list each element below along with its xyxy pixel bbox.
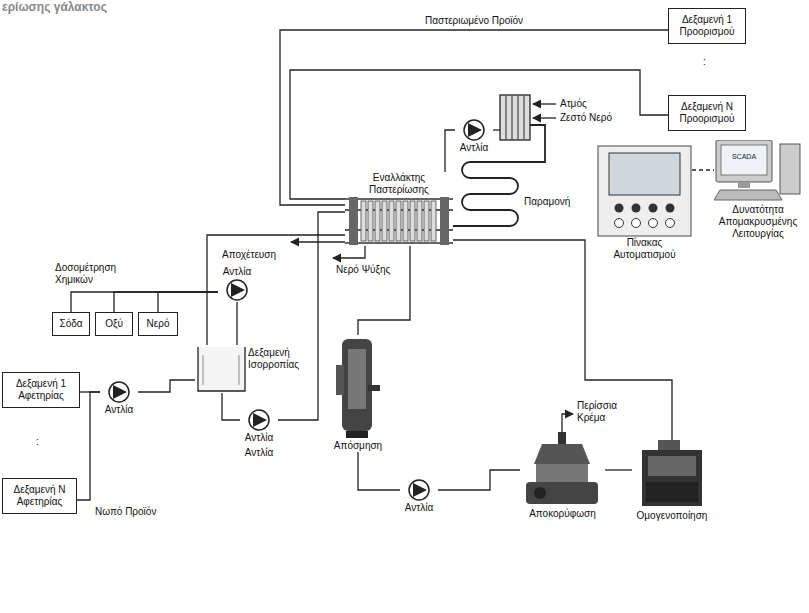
node-label: Σόδα — [56, 318, 86, 330]
pipe-connector — [222, 393, 240, 420]
source-tank: Δεξαμενή 1 Αφετηρίας — [2, 372, 80, 408]
deaerator: Απόσμηση — [328, 335, 388, 452]
node-label: Δεξαμενή 1 Προορισμού — [672, 14, 742, 38]
chemical-tank: Σόδα — [52, 312, 90, 336]
pipe-connector — [207, 235, 345, 345]
pump-symbol — [400, 478, 438, 502]
pump-wire — [493, 129, 500, 130]
pump: Αντλία — [100, 380, 138, 416]
node-label: Δεξαμενή Ν Προορισμού — [672, 101, 742, 125]
pipe-connector — [158, 292, 218, 312]
edge-label: Παστεριωμένο Προϊόν — [422, 15, 526, 27]
pipe-connector — [77, 392, 100, 500]
pump: Αντλία — [218, 266, 256, 302]
node-label: Δεξαμενή 1 Αφετηρίας — [6, 378, 76, 402]
destination-tank: Δεξαμενή Ν Προορισμού — [668, 95, 746, 131]
node-label: Πίνακας Αυτοματισμού — [597, 237, 692, 261]
stream-label: Ζεστό Νερό — [560, 112, 612, 124]
source-tank: Δεξαμενή Ν Αφετηρίας — [2, 478, 77, 514]
node-label: Δεξαμενή Ισορροπίας — [248, 345, 308, 371]
balance-tank: Δεξαμενή Ισορροπίας — [195, 345, 310, 393]
pipe-connector — [71, 292, 218, 312]
pipe-connector — [358, 246, 410, 335]
heater-plates — [506, 95, 524, 140]
steam-arrow — [533, 103, 556, 104]
pipe-connector — [692, 169, 714, 170]
homogenizer: Ομογενοποίηση — [632, 440, 712, 522]
pump: Αντλία — [240, 408, 278, 444]
node-label: SCADA — [721, 153, 767, 161]
pipe-connector — [236, 302, 237, 345]
pump-symbol — [100, 380, 138, 404]
panel-symbol — [597, 145, 692, 237]
pipe-connector — [453, 240, 672, 440]
pipe-connector — [438, 470, 520, 490]
node-label: Ομογενοποίηση — [632, 510, 712, 522]
holding-tube — [453, 125, 545, 226]
tank-symbol — [195, 345, 248, 393]
node-label: Αντλία — [100, 404, 138, 416]
homogenizer-unit — [632, 440, 712, 510]
pump-symbol — [218, 278, 256, 302]
node-label: Απόσμηση — [328, 440, 388, 452]
pipe-connector — [445, 130, 455, 172]
pump: Αντλία — [455, 118, 493, 154]
pump: Αντλία — [400, 478, 438, 514]
computer-symbol — [714, 140, 802, 202]
pipe-connector — [605, 469, 632, 470]
pump-label: Αντλία — [240, 447, 278, 459]
stream-label: Αποχέτευση — [222, 249, 276, 261]
node-label: Δυνατότητα Απομακρυσμένης Λειτουργίας — [714, 204, 802, 240]
node-label: Αντλία — [400, 502, 438, 514]
cooling-water-arrow — [333, 246, 365, 258]
pipe-connector — [114, 292, 218, 312]
pump-symbol — [240, 408, 278, 432]
separator: Αποκορύφωση — [520, 430, 605, 520]
node-label: Εναλλάκτης Παστερίωσης — [345, 172, 453, 196]
plate-exchanger — [345, 196, 453, 246]
destination-tank: Δεξαμενή 1 Προορισμού — [668, 8, 746, 44]
node-label: Αντλία — [455, 142, 493, 154]
control-panel: Πίνακας Αυτοματισμού — [597, 145, 692, 261]
pipe-connector — [138, 380, 195, 392]
pump-symbol — [455, 118, 493, 142]
heater — [500, 95, 530, 140]
part-label: Παραμονή — [524, 196, 570, 208]
stream-label: Νωπό Προϊόν — [95, 506, 156, 518]
cream-outlet — [562, 414, 573, 432]
node-label: Αποκορύφωση — [520, 508, 605, 520]
stream-label: Περίσσια Κρέμα — [577, 400, 627, 424]
ellipsis-mark: : — [703, 56, 706, 68]
part-label: Δοσομέτρηση Χημικών — [55, 262, 135, 286]
ellipsis-mark: : — [36, 436, 39, 448]
chemical-tank: Οξύ — [95, 312, 133, 336]
chemical-tank: Νερό — [138, 312, 178, 336]
node-label: Οξύ — [99, 318, 129, 330]
hot-water-arrow — [533, 117, 556, 118]
node-label: Νερό — [142, 318, 174, 330]
stream-label: Ατμός — [560, 98, 587, 110]
deaerator-unit — [328, 335, 388, 440]
stream-label: Νερό Ψύξης — [336, 264, 391, 276]
pipe-connector — [278, 212, 345, 420]
node-label: Δεξαμενή Ν Αφετηρίας — [6, 484, 73, 508]
separator-unit — [520, 430, 605, 508]
scada-computer: SCADA Δυνατότητα Απομακρυσμένης Λειτουργί… — [714, 140, 802, 240]
node-label: Αντλία — [218, 266, 256, 278]
node-label: Αντλία — [240, 432, 278, 444]
pipe-connector — [358, 452, 400, 490]
diagram-title: ερίωσης γάλακτος — [2, 0, 107, 14]
heat-exchanger: Εναλλάκτης Παστερίωσης — [345, 172, 453, 246]
